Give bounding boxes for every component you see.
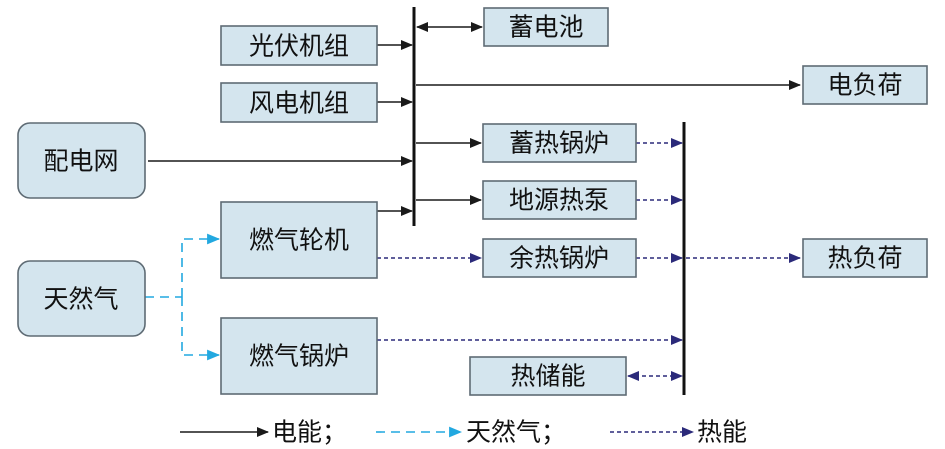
pv-unit-label: 光伏机组 bbox=[249, 32, 349, 61]
battery-label: 蓄电池 bbox=[508, 13, 583, 42]
legend: 电能； 天然气； 热能 bbox=[180, 418, 747, 447]
grid-label: 配电网 bbox=[43, 147, 118, 176]
gas-turbine-label: 燃气轮机 bbox=[249, 226, 349, 255]
ground-heat-pump-node: 地源热泵 bbox=[482, 180, 637, 220]
wind-unit-label: 风电机组 bbox=[249, 89, 349, 118]
wind-unit-node: 风电机组 bbox=[220, 82, 378, 123]
legend-heat-label: 热能 bbox=[697, 418, 747, 447]
pv-unit-node: 光伏机组 bbox=[220, 25, 378, 66]
gas-to-boiler-line bbox=[181, 297, 221, 361]
battery-node: 蓄电池 bbox=[483, 7, 609, 47]
storage-boiler-label: 蓄热锅炉 bbox=[509, 129, 609, 158]
grid-node: 配电网 bbox=[17, 122, 146, 199]
ground-heat-pump-label: 地源热泵 bbox=[509, 186, 609, 215]
gas-boiler-label: 燃气锅炉 bbox=[249, 342, 349, 371]
electric-load-node: 电负荷 bbox=[802, 65, 928, 105]
gas-to-turbine-line bbox=[181, 233, 221, 297]
electric-load-label: 电负荷 bbox=[827, 71, 902, 100]
heat-load-node: 热负荷 bbox=[802, 238, 928, 278]
storage-boiler-node: 蓄热锅炉 bbox=[482, 123, 637, 163]
waste-heat-boiler-label: 余热锅炉 bbox=[509, 244, 609, 273]
waste-heat-boiler-node: 余热锅炉 bbox=[482, 238, 637, 278]
gas-turbine-node: 燃气轮机 bbox=[220, 201, 378, 279]
natural-gas-node: 天然气 bbox=[17, 260, 146, 337]
heat-load-label: 热负荷 bbox=[827, 244, 902, 273]
legend-gas-label: 天然气； bbox=[466, 418, 566, 447]
gas-boiler-node: 燃气锅炉 bbox=[220, 317, 378, 395]
legend-electric-label: 电能； bbox=[272, 418, 347, 447]
thermal-storage-label: 热储能 bbox=[510, 362, 585, 391]
thermal-storage-node: 热储能 bbox=[469, 356, 627, 396]
natural-gas-label: 天然气 bbox=[43, 285, 118, 314]
